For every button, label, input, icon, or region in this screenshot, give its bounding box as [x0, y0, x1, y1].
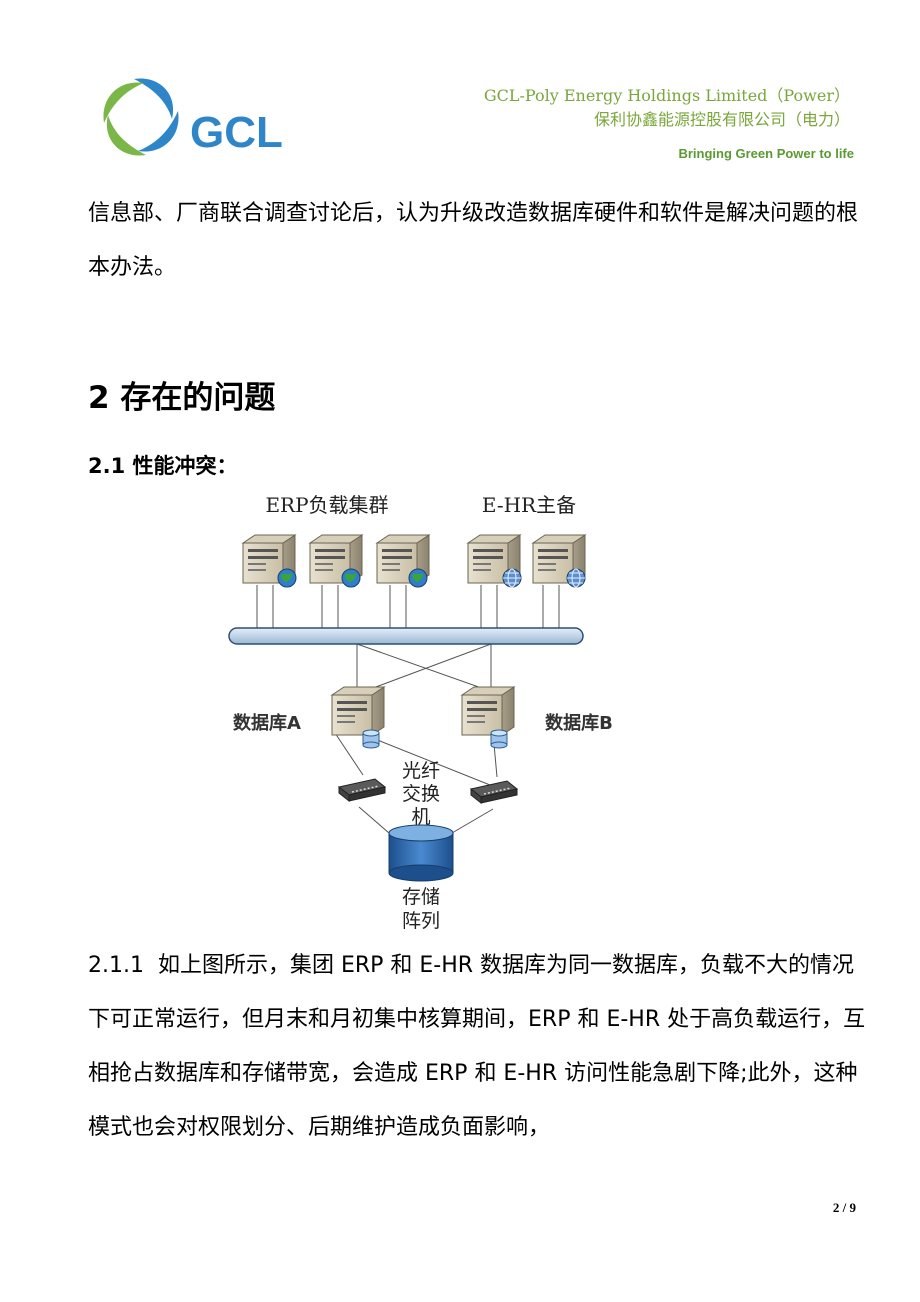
switch-label-line-1: 光纤 [402, 760, 440, 782]
switch-label-line-2: 交换 [402, 783, 440, 805]
ehr-server-1 [467, 534, 522, 588]
erp-server-3 [376, 534, 430, 588]
database-b-label: 数据库B [545, 712, 613, 734]
intro-paragraph: 信息部、厂商联合调查讨论后，认为升级改造数据库硬件和软件是解决问题的根本办法。 [88, 201, 859, 280]
storage-label-line-2: 阵列 [402, 910, 440, 932]
fiber-switch-1 [338, 778, 386, 802]
fiber-switch-2 [470, 780, 518, 804]
gcl-logo: GCL [103, 78, 283, 157]
database-server-b [461, 686, 515, 749]
logo-text: GCL [190, 108, 283, 157]
database-server-a [331, 686, 385, 749]
slogan: Bringing Green Power to life [678, 146, 854, 161]
ehr-server-2 [532, 534, 586, 588]
section-heading: 2 存在的问题 [88, 380, 276, 416]
erp-server-2 [309, 534, 363, 588]
database-a-label: 数据库A [233, 712, 301, 734]
company-name-cn: 保利协鑫能源控股有限公司（电力） [593, 110, 850, 129]
erp-server-1 [242, 534, 297, 588]
switch-label-line-3: 机 [411, 806, 430, 828]
ehr-label: E-HR主备 [482, 493, 576, 517]
architecture-diagram: ERP负载集群 E-HR主备 数据库A 数据库B 光纤 交换 机 存储 阵列 [228, 493, 613, 932]
paragraph-2-1-1: 2.1.1 如上图所示，集团 ERP 和 E-HR 数据库为同一数据库，负载不大… [88, 953, 866, 1140]
storage-label-line-1: 存储 [402, 886, 440, 908]
page-number: 2 / 9 [832, 1200, 856, 1215]
company-name-en: GCL-Poly Energy Holdings Limited（Power） [483, 86, 850, 105]
subsection-heading: 2.1 性能冲突： [88, 454, 238, 478]
erp-cluster-label: ERP负载集群 [265, 493, 388, 517]
network-bus [228, 627, 584, 645]
storage-array [388, 824, 454, 882]
